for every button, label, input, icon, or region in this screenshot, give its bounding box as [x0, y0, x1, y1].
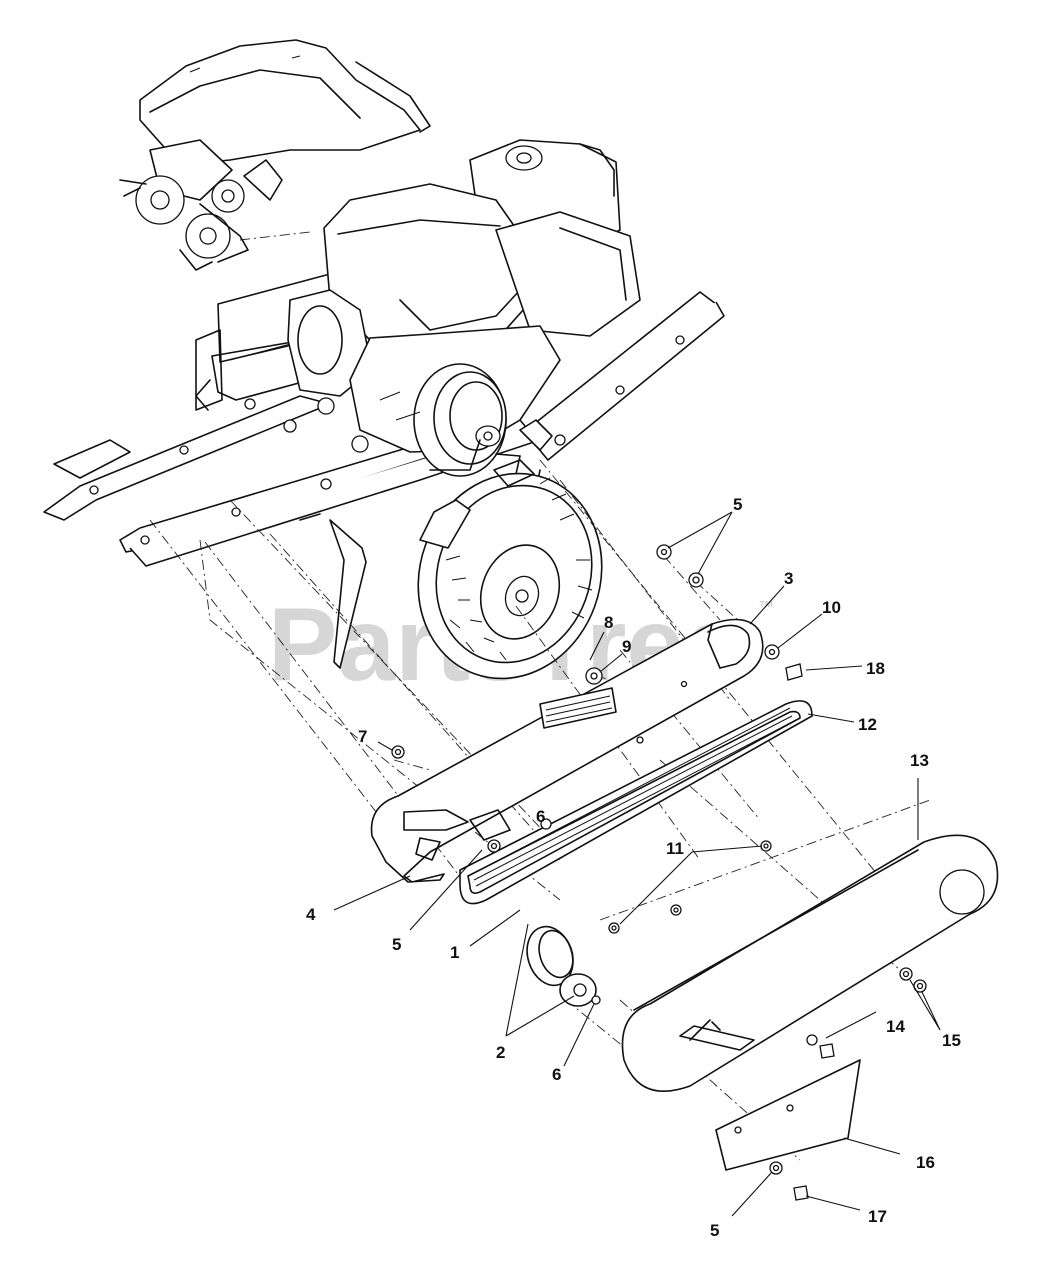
callout-8: 8	[604, 613, 613, 632]
callout-15: 15	[942, 1031, 961, 1050]
callout-5-left: 5	[392, 935, 401, 954]
callout-labels: 5 3 10 8 9 18 12 7 13 6 11 4 5 1 2 6 14 …	[306, 495, 961, 1240]
handle-shield-assembly	[119, 39, 431, 271]
callout-18: 18	[866, 659, 885, 678]
axle-bracket	[495, 291, 725, 501]
callout-2: 2	[496, 1043, 505, 1062]
callout-16: 16	[916, 1153, 935, 1172]
callout-6-lower: 6	[552, 1065, 561, 1084]
callout-11: 11	[666, 839, 684, 858]
callout-9: 9	[622, 637, 631, 656]
callout-6-upper: 6	[536, 807, 545, 826]
callout-1: 1	[450, 943, 459, 962]
callout-12: 12	[858, 715, 877, 734]
callout-3: 3	[784, 569, 793, 588]
watermark-trademark: ™	[758, 599, 774, 616]
skid-plate	[715, 1059, 861, 1171]
hardware	[391, 544, 927, 1201]
callout-10: 10	[822, 598, 841, 617]
drive-belt	[459, 700, 813, 905]
chain-case	[621, 834, 999, 1093]
callout-4: 4	[306, 905, 316, 924]
belt-guard	[370, 618, 764, 883]
callout-17: 17	[868, 1207, 887, 1226]
callout-13: 13	[910, 751, 929, 770]
rear-wheel	[417, 459, 603, 680]
lower-pulley	[526, 925, 601, 1007]
engine	[287, 139, 641, 477]
callout-5-top: 5	[733, 495, 742, 514]
callout-5-bottom: 5	[710, 1221, 719, 1240]
callout-7: 7	[358, 727, 367, 746]
leader-lines	[333, 511, 941, 1217]
callout-14: 14	[886, 1017, 905, 1036]
